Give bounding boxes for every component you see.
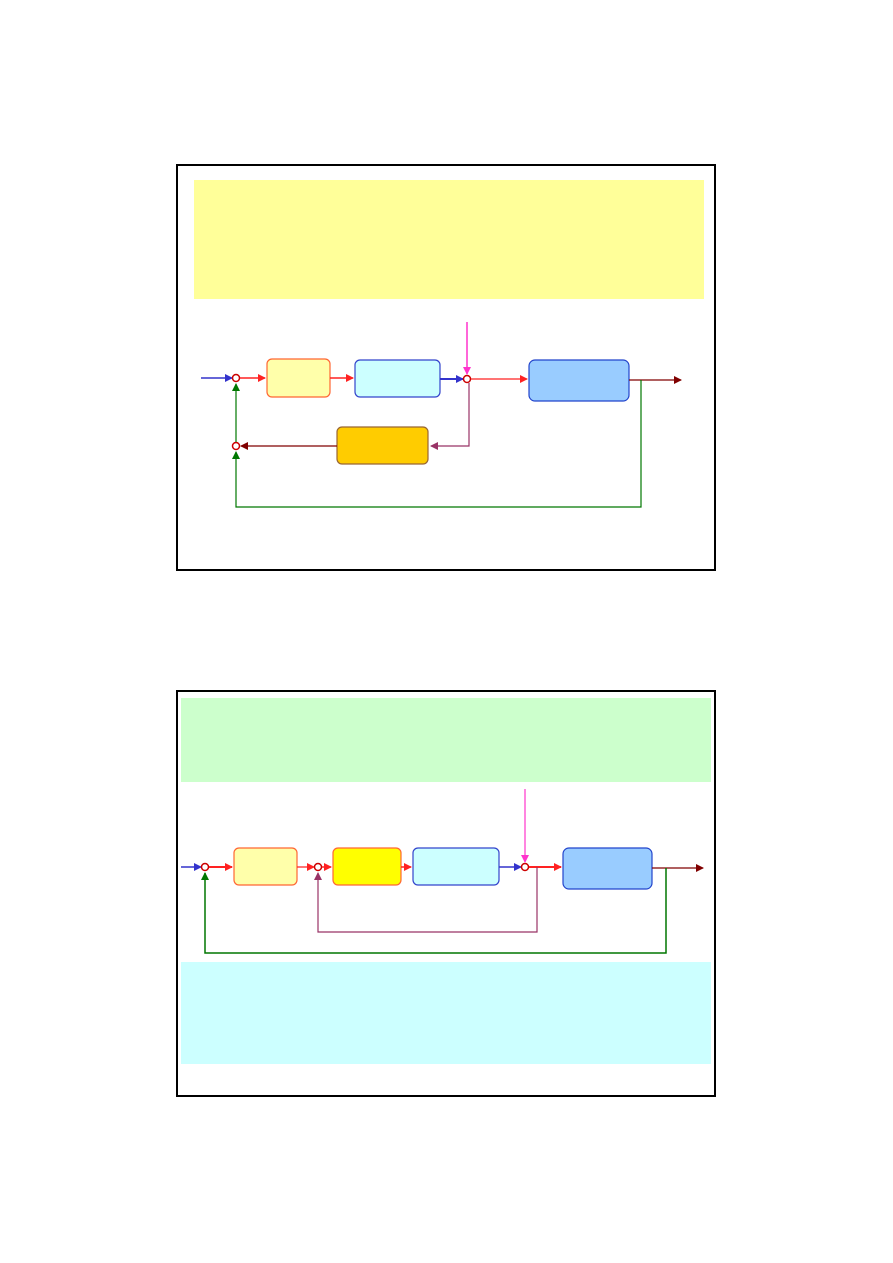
summing-junction-inner [313, 862, 323, 872]
process-block-2 [562, 847, 653, 890]
diagram-1 [201, 322, 682, 508]
inner-feedback-line [430, 383, 470, 450]
slide-1-text-panel [194, 180, 704, 299]
slide-2-top-text-panel [181, 698, 711, 782]
main-feedback-line [232, 380, 642, 508]
actuator-block-2 [412, 847, 500, 886]
diagram-2 [181, 789, 704, 954]
summing-junction-disturbance [462, 374, 472, 384]
slide-2-bottom-text-panel [181, 962, 711, 1064]
outer-feedback-line-2 [201, 868, 667, 954]
slide-2 [176, 690, 716, 1097]
summing-junction-outer [200, 862, 210, 872]
compensator-block [336, 426, 429, 465]
actuator-block [354, 359, 441, 398]
outer-controller-block [233, 847, 298, 886]
summing-junction-lower [231, 441, 241, 451]
summing-junction-main [231, 373, 241, 383]
controller-block [266, 358, 331, 398]
summing-junction-disturbance-2 [520, 862, 530, 872]
inner-controller-block [332, 847, 402, 886]
inner-feedback-line-2 [314, 867, 538, 933]
process-block [528, 359, 630, 402]
